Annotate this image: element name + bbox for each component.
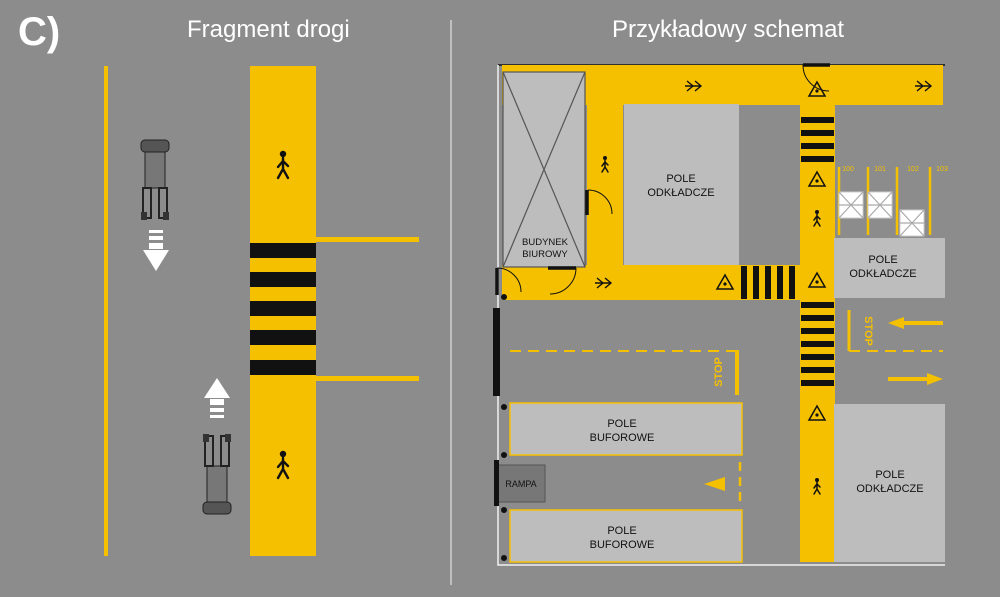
office-walkway [587, 65, 623, 300]
stop-marking: STOP [713, 357, 725, 387]
rack-label: 102 [907, 166, 919, 173]
storage-field-bottom-label-1: POLE [875, 469, 904, 481]
right-panel-title: Przykładowy schemat [612, 16, 845, 43]
buffer-field-2-label-2: BUFOROWE [590, 539, 655, 551]
panel-label: C) [18, 10, 61, 54]
office-building-label-1: BUDYNEK [522, 237, 569, 248]
storage-field-right-label-2: ODKŁADCZE [849, 268, 916, 280]
storage-field-label-1: POLE [666, 173, 695, 185]
middle-walkway [502, 265, 835, 300]
storage-field-bottom [834, 404, 945, 562]
road-fragment [104, 66, 419, 556]
forklift-icon [140, 139, 170, 221]
doors [495, 63, 830, 295]
rack-label: 101 [874, 166, 886, 173]
stop-marking: STOP [862, 316, 874, 346]
rack-label: 100 [842, 166, 854, 173]
crosswalk-vertical-bottom [801, 302, 834, 386]
buffer-field-2-label-1: POLE [607, 525, 636, 537]
arrow-down-icon [143, 230, 169, 271]
dock-markers [493, 294, 507, 561]
storage-field-bottom-label-2: ODKŁADCZE [856, 483, 923, 495]
buffer-field-1-label-1: POLE [607, 418, 636, 430]
ramp-label: RAMPA [505, 479, 536, 489]
crosswalk-stripes [250, 243, 316, 375]
left-panel-title: Fragment drogi [187, 16, 350, 43]
middle-traffic-lane: STOP [510, 350, 739, 395]
arrow-left-icon [888, 317, 904, 329]
buffer-field-2 [509, 509, 743, 563]
rack-label: 103 [936, 166, 948, 173]
stop-line-upper [316, 237, 419, 242]
warehouse-scheme: BUDYNEK BIUROWY POLE ODKŁADCZE [493, 63, 948, 566]
pallet-icon [838, 191, 864, 219]
office-building-label-2: BIUROWY [522, 249, 568, 260]
buffer-field-1 [509, 402, 743, 456]
right-traffic-lane: STOP [847, 310, 943, 385]
road-edge-line [104, 66, 108, 556]
storage-field-right [834, 238, 945, 298]
pallet-icon [899, 209, 925, 237]
pallet-icon [867, 191, 893, 219]
crosswalk-horizontal [741, 266, 795, 299]
buffer-field-1-label-2: BUFOROWE [590, 432, 655, 444]
storage-field-right-label-1: POLE [868, 254, 897, 266]
arrow-left-icon [704, 477, 725, 491]
crosswalk-vertical-top [801, 117, 834, 162]
rack-area: 100 101 102 103 [837, 166, 948, 237]
stop-line-lower [316, 376, 419, 381]
arrow-up-icon [204, 378, 230, 418]
arrow-right-icon [927, 373, 943, 385]
storage-field [624, 104, 739, 265]
office-building: BUDYNEK BIUROWY [502, 71, 586, 268]
forklift-icon [202, 433, 232, 515]
storage-field-label-2: ODKŁADCZE [647, 187, 714, 199]
